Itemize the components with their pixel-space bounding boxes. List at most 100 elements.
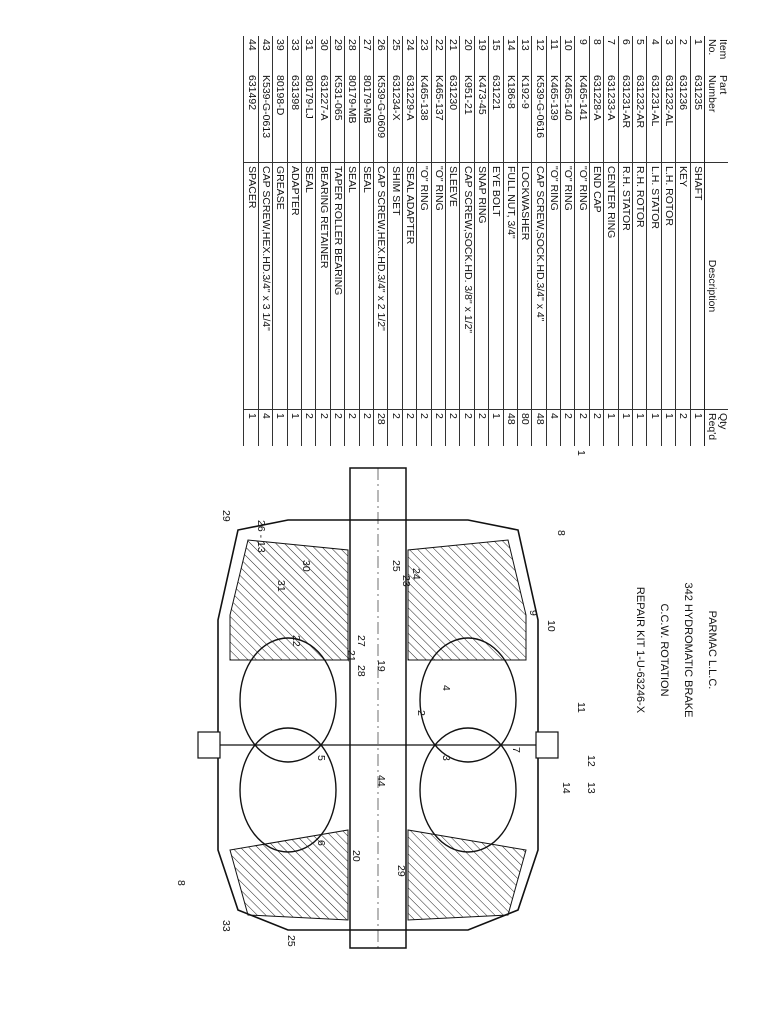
column-header-qty: Qty Req'd (704, 409, 729, 446)
qty-header-line1: Qty (717, 413, 729, 430)
callout-label: 9 (527, 610, 539, 616)
callout-label: 25 (285, 935, 297, 947)
callout-label: 2 (415, 710, 427, 716)
callout-label: 13 (585, 782, 597, 794)
cell-qty: 1 (690, 409, 705, 446)
callout-label: 31 (275, 580, 287, 592)
callout-label: 5 (315, 755, 327, 761)
rotor-cavity-lower-left (239, 637, 337, 763)
callout-label: 11 (575, 702, 587, 713)
cell-part: 631232-AR (632, 72, 647, 163)
cell-desc: "O" RING (560, 162, 575, 410)
callout-label: 30 (300, 560, 312, 572)
part-number-header-line1: Part (717, 75, 729, 95)
cell-qty: 1 (661, 409, 676, 446)
cell-part: 631229-A (402, 72, 417, 163)
cell-part: 631236 (675, 72, 691, 163)
callout-label: 44 (375, 775, 387, 787)
callout-label: 20 (350, 850, 362, 862)
cell-desc: SPACER (244, 162, 259, 410)
rotor-cavity-upper-right (419, 727, 517, 853)
cell-item: 28 (344, 36, 360, 72)
cell-item: 44 (244, 36, 259, 72)
cell-item: 21 (445, 36, 460, 72)
cell-item: 15 (488, 36, 504, 72)
cell-part: K539-G-0613 (258, 72, 273, 163)
column-header-item-no: Item No. (704, 36, 729, 72)
callout-label: 10 (545, 620, 557, 632)
cell-item: 24 (402, 36, 417, 72)
cell-item: 20 (459, 36, 475, 72)
cell-desc: EYE BOLT (488, 162, 504, 410)
cell-item: 39 (272, 36, 288, 72)
callout-label: 8 (555, 530, 567, 536)
cell-desc: L.H. STATOR (646, 162, 662, 410)
cell-desc: SHAFT (690, 162, 705, 410)
cell-part: 631235 (690, 72, 705, 163)
cell-desc: BEARING RETAINER (315, 162, 331, 410)
parts-list-table: Item No. Part Number Description Qty Req… (244, 36, 729, 446)
cell-item: 13 (517, 36, 532, 72)
model-name: 342 HYDROMATIC BRAKE (682, 582, 694, 718)
cell-part: K531-065 (330, 72, 345, 163)
cell-part: 80198-D (272, 72, 288, 163)
cell-desc: ADAPTER (287, 162, 302, 410)
callout-label: 24 (410, 568, 422, 580)
cell-part: K465-140 (560, 72, 575, 163)
cell-desc: "O" RING (574, 162, 590, 410)
callout-label: 28 (355, 665, 367, 677)
callout-label: 12 (585, 755, 597, 767)
cell-item: 7 (603, 36, 619, 72)
cell-desc: "O" RING (546, 162, 561, 410)
cell-item: 30 (315, 36, 331, 72)
callout-label: 6 (315, 840, 327, 846)
cell-part: 631228-A (589, 72, 604, 163)
cell-item: 12 (531, 36, 547, 72)
cell-item: 9 (574, 36, 590, 72)
cell-part: 631232-AL (661, 72, 676, 163)
item-no-header-line1: Item (717, 39, 729, 60)
cell-item: 2 (675, 36, 691, 72)
cell-item: 6 (618, 36, 633, 72)
cell-part: K539-G-0616 (531, 72, 547, 163)
cell-desc: CAP SCREW,HEX.HD.3/4" x 2 1/2" (373, 162, 388, 410)
cell-desc: R.H. STATOR (618, 162, 633, 410)
end-cap-hatched-section-3 (407, 829, 527, 921)
cell-item: 1 (690, 36, 705, 72)
end-cap-hatched-section (407, 539, 527, 661)
cell-desc: R.H. ROTOR (632, 162, 647, 410)
callout-label: 4 (440, 685, 452, 691)
cell-desc: SEAL ADAPTER (402, 162, 417, 410)
cell-desc: FULL NUT, 3/4" (503, 162, 518, 410)
cell-item: 29 (330, 36, 345, 72)
repair-kit-number: REPAIR KIT 1-U-63246-X (634, 586, 646, 714)
cell-part: K465-137 (431, 72, 446, 163)
cell-desc: CAP SCREW,SOCK.HD. 3/8" x 1/2" (459, 162, 475, 410)
cell-desc: END CAP (589, 162, 604, 410)
callout-label: 8 (175, 880, 187, 886)
callout-label: 29 (220, 510, 232, 522)
column-header-part-number: Part Number (704, 72, 729, 163)
cell-item: 23 (416, 36, 432, 72)
callout-label: 21 (345, 650, 357, 662)
